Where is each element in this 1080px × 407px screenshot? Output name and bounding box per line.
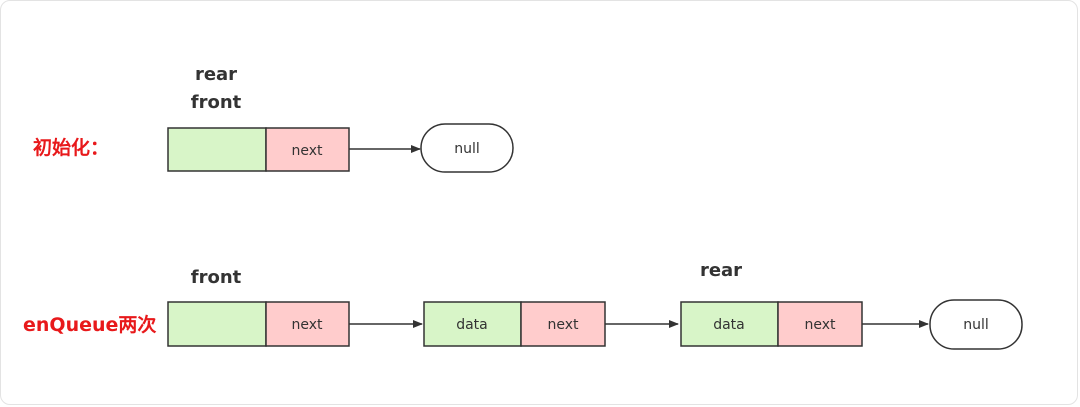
enq-null-node: null bbox=[929, 299, 1023, 350]
pointer-label-enq-front: front bbox=[191, 267, 242, 288]
section-label-init: 初始化： bbox=[33, 136, 109, 159]
init-null-node: null bbox=[420, 123, 514, 173]
pointer-label-init-front: front bbox=[191, 92, 242, 113]
enq-node-2: data next bbox=[680, 301, 863, 347]
enq-null-label: null bbox=[963, 317, 989, 333]
init-null-shape bbox=[420, 123, 514, 173]
init-head-next-label: next bbox=[291, 143, 323, 159]
enq-node2-next-label: next bbox=[804, 317, 836, 333]
enq-node1-data-label: data bbox=[456, 317, 488, 333]
enq-node-1: data next bbox=[423, 301, 606, 347]
pointer-label-enq-rear: rear bbox=[700, 260, 742, 281]
init-head-data-cell bbox=[167, 127, 267, 172]
enq-head-next-cell bbox=[265, 301, 350, 347]
enq-node2-next-cell bbox=[777, 301, 863, 347]
init-null-label: null bbox=[454, 141, 480, 157]
enq-node2-data-cell bbox=[680, 301, 779, 347]
init-head-node: next bbox=[167, 127, 350, 172]
enq-node2-data-label: data bbox=[713, 317, 745, 333]
enq-null-shape bbox=[929, 299, 1023, 350]
enq-node1-next-label: next bbox=[547, 317, 579, 333]
enq-head-next-label: next bbox=[291, 317, 323, 333]
init-head-next-cell bbox=[265, 127, 350, 172]
section-label-enqueue: enQueue两次 bbox=[23, 313, 156, 336]
enq-head-node: next bbox=[167, 301, 350, 347]
enq-node1-data-cell bbox=[423, 301, 522, 347]
enq-head-data-cell bbox=[167, 301, 267, 347]
pointer-label-init-rear: rear bbox=[195, 64, 237, 85]
